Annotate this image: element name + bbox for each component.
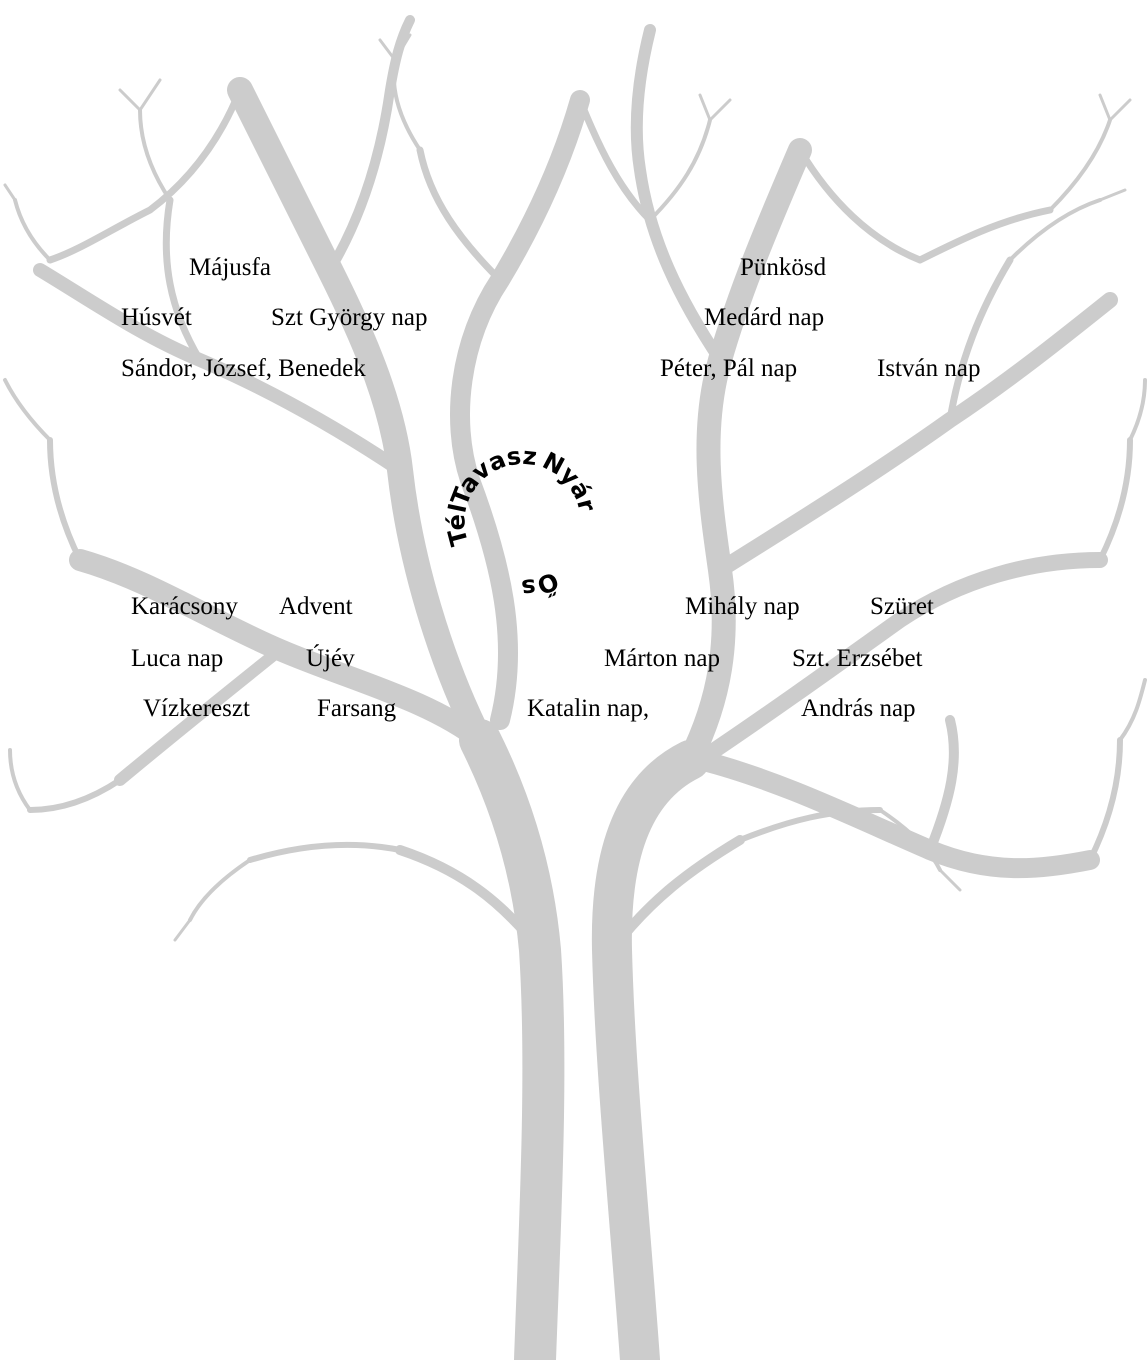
- label-luca-nap: Luca nap: [131, 645, 224, 672]
- label-andras-nap: András nap: [801, 695, 916, 722]
- label-sandor-jozsef-benedek: Sándor, József, Benedek: [121, 355, 366, 382]
- label-husvet: Húsvét: [121, 304, 192, 331]
- label-vizkereszt: Vízkereszt: [143, 695, 250, 722]
- label-katalin-nap: Katalin nap,: [527, 695, 650, 722]
- label-szt-gyorgy-nap: Szt György nap: [271, 304, 428, 331]
- label-peter-pal-nap: Péter, Pál nap: [660, 355, 798, 382]
- label-istvan-nap: István nap: [877, 355, 981, 382]
- label-punkosd: Pünkösd: [740, 254, 827, 281]
- label-karacsony: Karácsony: [131, 593, 238, 620]
- label-marton-nap: Márton nap: [604, 645, 720, 672]
- label-szt-erzsebet: Szt. Erzsébet: [792, 645, 923, 672]
- label-farsang: Farsang: [317, 695, 397, 722]
- tree-trunk-right: [591, 740, 710, 1360]
- label-mihaly-nap: Mihály nap: [685, 593, 800, 620]
- tree-trunk-left: [459, 719, 565, 1360]
- label-szuret: Szüret: [870, 593, 934, 620]
- label-ujev: Újév: [306, 645, 355, 672]
- label-majusfa: Májusfa: [189, 254, 271, 281]
- label-advent: Advent: [279, 593, 353, 620]
- label-medard-nap: Medárd nap: [704, 304, 825, 331]
